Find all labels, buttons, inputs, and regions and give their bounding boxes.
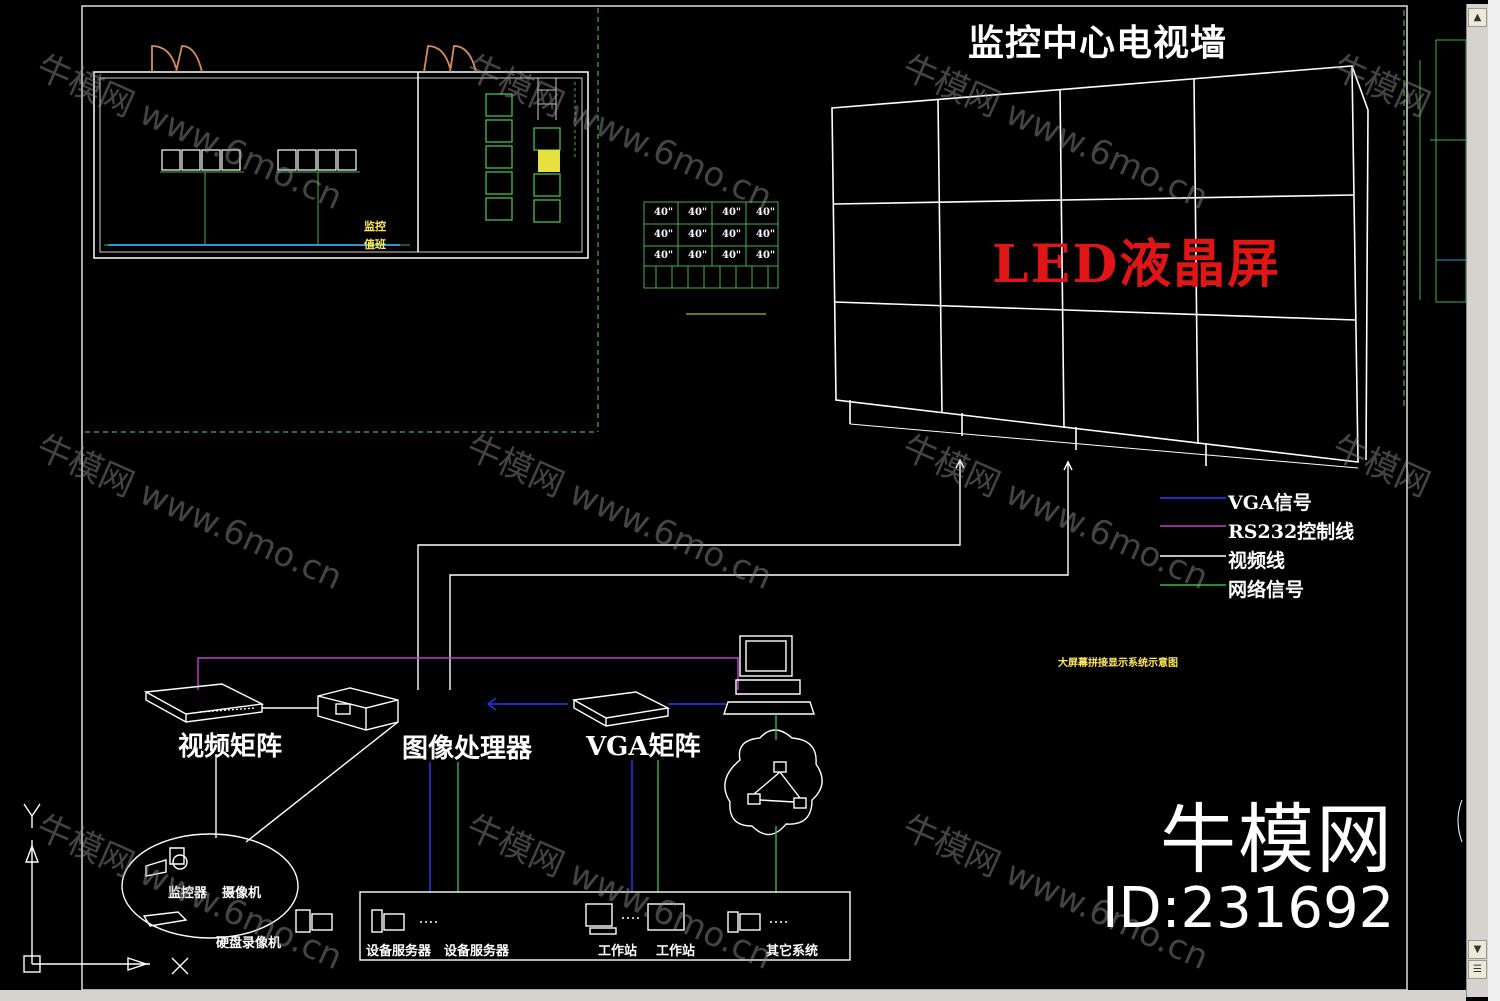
decoder-label: 硬盘录像机 [216,936,282,951]
horizontal-scrollbar[interactable] [0,990,1466,1001]
processor-device [317,687,399,731]
diagram-caption: 大屏幕拼接显示系统示意图 [1058,658,1178,669]
camera-monitor-label: 监控器 [168,886,208,901]
legend-video: 视频线 [1228,550,1286,572]
workstation-b-label: 工作站 [656,944,696,959]
size-label: 40" [722,250,742,261]
workstation-computer [723,635,815,715]
size-label: 40" [688,229,708,240]
wall-cables [417,458,1073,690]
page-title: 监控中心电视墙 [968,22,1228,64]
size-label: 40" [654,229,674,240]
size-label: 40" [688,207,708,218]
processor-downlinks [429,760,659,892]
window-edge [1488,0,1500,1001]
scroll-thumb[interactable]: ☰ [1468,960,1487,979]
size-label: 40" [756,207,776,218]
floor-label-b: 值班 [364,238,386,251]
camera-links [121,721,399,939]
network-cloud [724,714,823,892]
other-system-label: 其它系统 [766,944,819,959]
rs232-bus [197,657,739,690]
floor-label-a: 监控 [364,220,386,233]
video-wall [831,65,1369,469]
vga-matrix-device [486,691,726,727]
led-screen-label: LED液晶屏 [992,234,1282,295]
legend-network: 网络信号 [1228,579,1305,601]
video-matrix-device [143,683,318,723]
rack-column [485,93,561,223]
video-matrix-label: 视频矩阵 [178,732,283,762]
scroll-down-button[interactable]: ▼ [1468,940,1487,959]
floor-plan [85,8,599,433]
size-label: 40" [722,207,742,218]
legend-vga: VGA信号 [1228,492,1312,514]
scroll-up-button[interactable]: ▲ [1468,8,1487,27]
size-label: 40" [756,229,776,240]
size-label: 40" [654,250,674,261]
size-label: 40" [756,250,776,261]
brand-logo-text: 牛模网 [1160,795,1394,884]
legend-rs232: RS232控制线 [1228,521,1355,543]
server-rack [359,891,851,961]
image-processor-label: 图像处理器 [402,734,533,764]
camera-label: 摄像机 [222,886,262,901]
size-label: 40" [688,250,708,261]
ucs-icon [23,803,189,975]
size-label: 40" [722,229,742,240]
size-label: 40" [654,207,674,218]
id-text: ID:231692 [1102,876,1395,941]
server-b-label: 设备服务器 [444,944,510,959]
legend-lines [1160,497,1226,586]
workstation-a-label: 工作站 [598,944,638,959]
vertical-scrollbar[interactable]: ▲ ▼ ☰ [1466,4,1489,997]
vga-matrix-label: VGA矩阵 [586,732,701,762]
screen-size-grid [643,201,779,315]
server-a-label: 设备服务器 [366,944,432,959]
